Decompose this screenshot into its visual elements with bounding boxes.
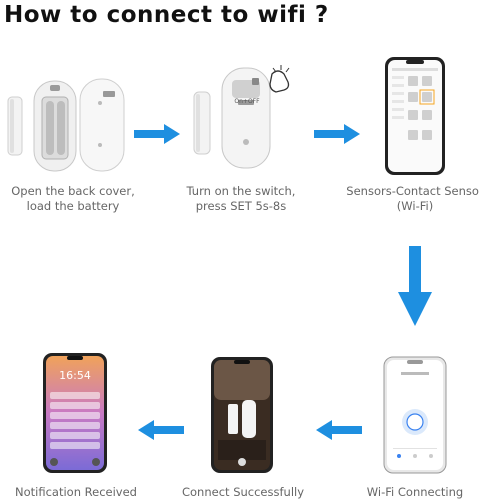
switch-label: On+OFF <box>234 98 260 105</box>
page-title: How to connect to wifi ? <box>4 2 329 28</box>
step-2-line-1: Turn on the switch, <box>186 184 296 198</box>
arrow-left-icon-1 <box>316 420 362 440</box>
arrow-down-icon <box>398 246 432 326</box>
notification-time: 16:54 <box>59 369 91 382</box>
phone-connected-illustration <box>211 357 273 473</box>
step-5-phone <box>210 356 274 474</box>
step-2-image: On+OFF <box>186 62 306 172</box>
step-2-line-2: press SET 5s-8s <box>195 199 287 213</box>
step-4-caption: Wi-Fi Connecting <box>352 485 478 500</box>
sensor-open-cover-illustration <box>7 78 125 172</box>
step-6-line-1: Notification Received <box>15 485 137 499</box>
step-3-caption: Sensors-Contact Sensor (Wi-Fi) <box>340 184 479 214</box>
step-5-line-1: Connect Successfully <box>181 485 305 499</box>
step-1-line-2: load the battery <box>26 199 120 213</box>
phone-app-screen-illustration <box>385 57 445 175</box>
step-6-caption: Notification Received <box>6 485 146 500</box>
phone-notification-illustration <box>43 353 107 473</box>
step-1-image <box>0 75 130 175</box>
arrow-right-icon-1 <box>134 124 180 144</box>
step-5-caption: Connect Successfully <box>176 485 310 500</box>
phone-wifi-connecting-illustration <box>383 356 447 474</box>
arrow-right-icon-2 <box>314 124 360 144</box>
step-4-line-1: Wi-Fi Connecting <box>366 485 464 499</box>
arrow-left-icon-2 <box>138 420 184 440</box>
step-6-phone: 16:54 <box>42 352 108 474</box>
step-4-phone <box>383 356 447 474</box>
step-3-phone <box>384 56 446 176</box>
step-3-line-1: Sensors-Contact Sensor <box>346 184 479 198</box>
step-1-line-1: Open the back cover, <box>11 184 135 198</box>
step-1-caption: Open the back cover, load the battery <box>0 184 146 214</box>
step-3-line-2: (Wi-Fi) <box>396 199 434 213</box>
sensor-switch-illustration <box>193 65 290 169</box>
step-2-caption: Turn on the switch, press SET 5s-8s <box>168 184 314 214</box>
